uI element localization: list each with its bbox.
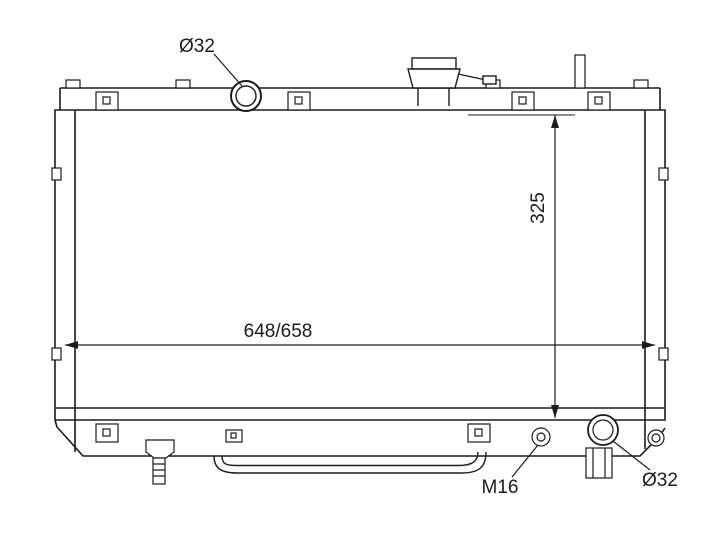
cap-lever-end (482, 75, 497, 85)
width-dimension-label: 648/658 (244, 321, 313, 342)
top-tab (65, 79, 81, 89)
dimension-height: 325 (468, 114, 575, 418)
mounting-bracket (225, 429, 243, 443)
callout-outlet-diameter: Ø32 (612, 440, 678, 491)
outlet-port (587, 414, 619, 446)
side-channels (74, 110, 646, 420)
frame-notch (658, 347, 669, 361)
dimension-width: 648/658 (65, 321, 655, 349)
cap-body (407, 68, 461, 89)
outlet-stub (585, 447, 613, 479)
arrow-down-icon (551, 405, 559, 418)
radiator-body-outline (54, 87, 666, 421)
cap-top (411, 57, 457, 70)
top-diameter-label: Ø32 (179, 36, 215, 57)
outlet-diameter-label: Ø32 (642, 470, 678, 491)
mounting-bracket (95, 423, 119, 443)
callout-top-diameter: Ø32 (179, 36, 243, 87)
drain-plug (145, 439, 175, 485)
top-diameter-leader-line (213, 53, 243, 87)
oil-cooler-pipe (213, 451, 487, 474)
callout-m16: M16 (482, 444, 539, 498)
mounting-bracket (587, 91, 611, 111)
m16-fitting (531, 427, 551, 447)
top-fittings (51, 54, 669, 361)
cap-neck (417, 88, 450, 106)
right-fitting (647, 429, 665, 447)
top-edge-sides (59, 88, 661, 110)
arrow-right-icon (642, 341, 655, 349)
radiator-cap (407, 57, 497, 106)
mounting-bracket (95, 91, 119, 111)
top-tab (633, 79, 649, 89)
outlet-diameter-leader-line (612, 440, 651, 471)
bottom-tank-channels (74, 420, 646, 452)
mounting-bracket (287, 91, 311, 111)
filler-neck (230, 80, 262, 112)
core-outline (54, 109, 666, 421)
cap-lever (457, 73, 487, 81)
height-dimension-label: 325 (528, 192, 549, 224)
top-tab (175, 79, 191, 89)
arrow-left-icon (65, 341, 78, 349)
frame-notch (658, 167, 669, 181)
arrow-up-icon (551, 115, 559, 128)
mounting-bracket (467, 423, 491, 443)
m16-label: M16 (482, 477, 519, 498)
mounting-bracket (511, 91, 535, 111)
top-pin (574, 54, 586, 89)
bottom-fittings (95, 414, 665, 485)
m16-leader-line (511, 444, 539, 478)
frame-notch (51, 167, 62, 181)
frame-notch (51, 347, 62, 361)
